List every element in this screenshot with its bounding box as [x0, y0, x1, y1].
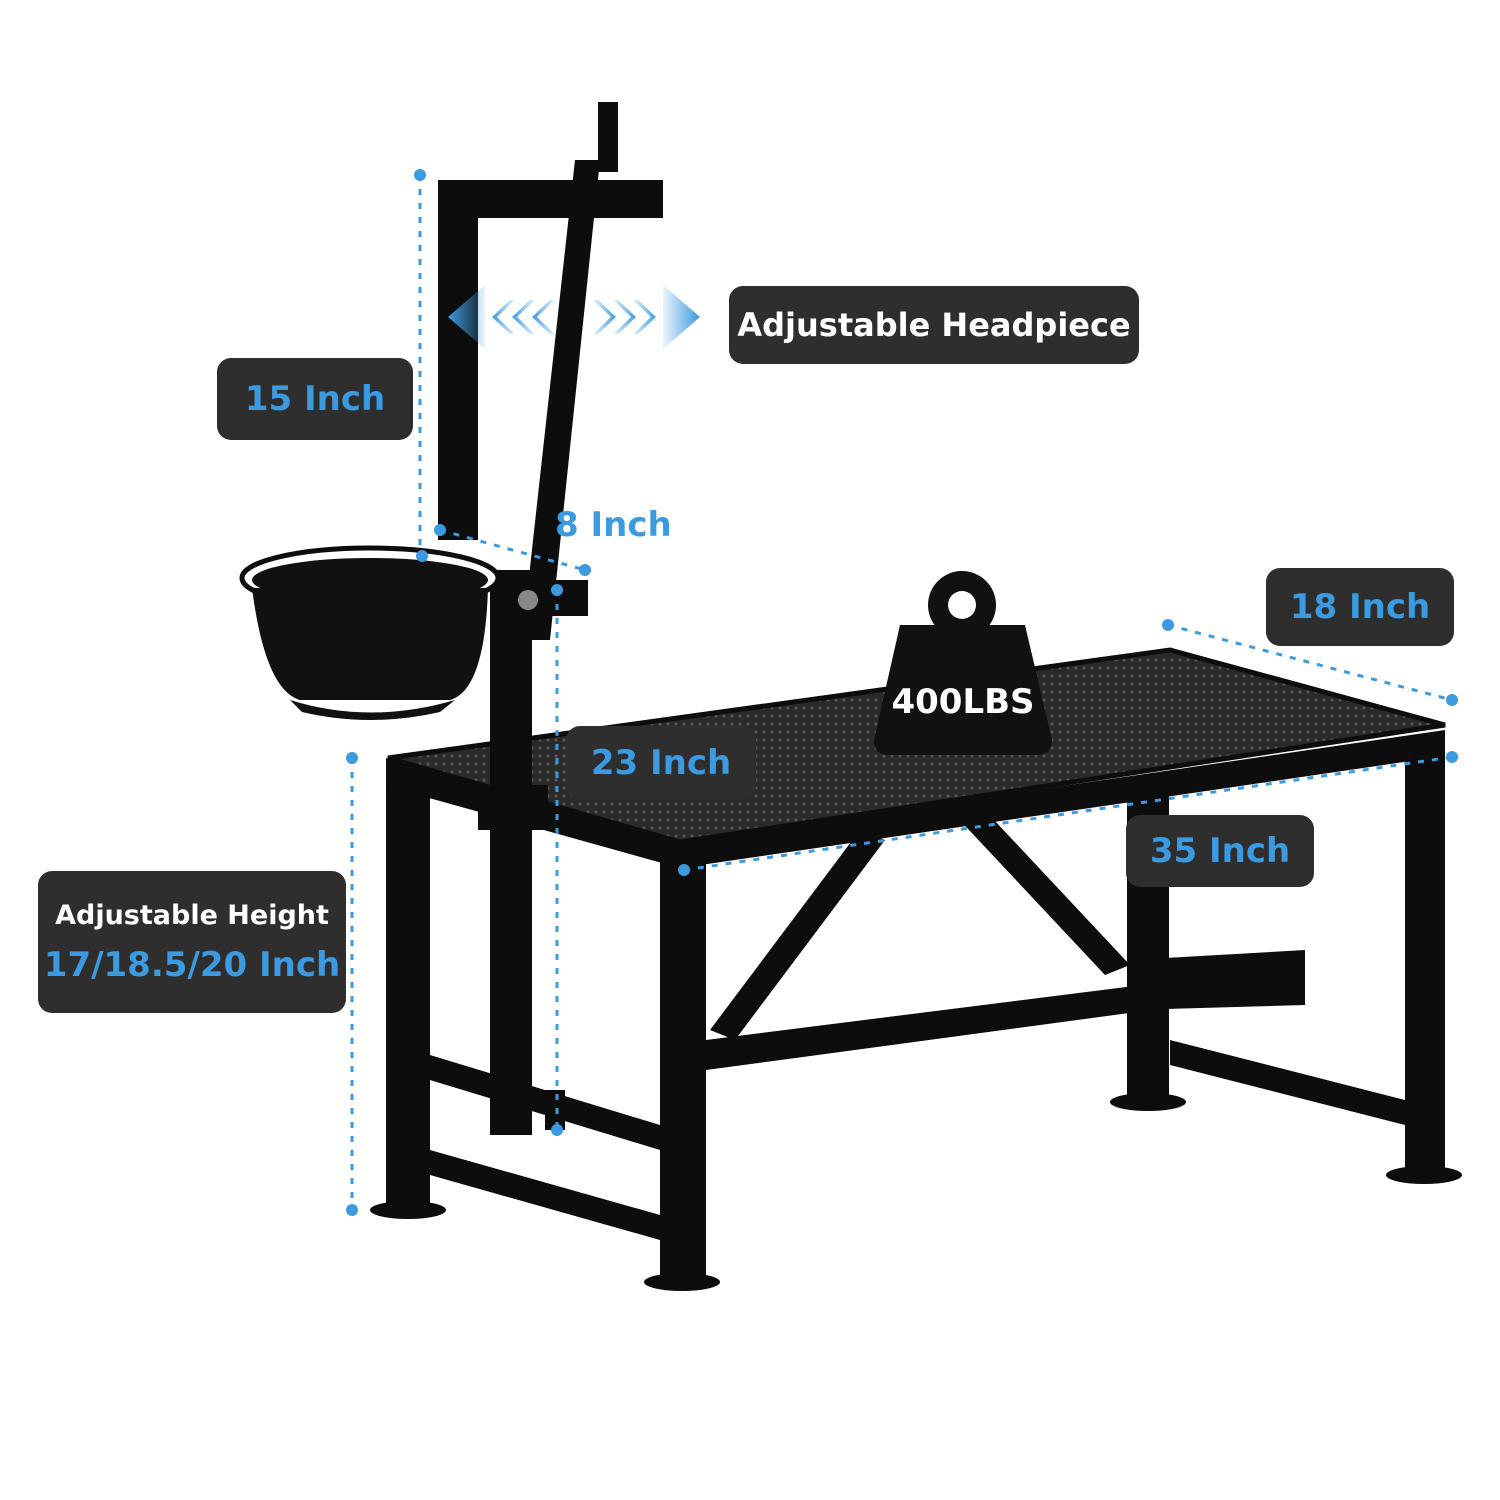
height-values: 17/18.5/20 Inch: [43, 944, 341, 985]
dim-15-label: 15 Inch: [217, 358, 413, 440]
headpiece-label-text: Adjustable Headpiece: [737, 306, 1131, 344]
dim-8-label: 8 Inch: [555, 505, 672, 545]
dim-18-text: 18 Inch: [1289, 587, 1431, 627]
weight-capacity-text: 400LBS: [891, 682, 1035, 722]
dim-15-text: 15 Inch: [244, 379, 386, 419]
dimension-lines: [350, 175, 1453, 1210]
adjustable-height-label: Adjustable Height 17/18.5/20 Inch: [38, 871, 346, 1013]
dim-18-label: 18 Inch: [1266, 568, 1454, 646]
weight-icon: [874, 571, 1052, 755]
dimension-endpoints: [346, 169, 1458, 1216]
arrows-right-icon: [593, 285, 700, 349]
dim-23-label: 23 Inch: [566, 726, 756, 800]
dim-23-text: 23 Inch: [590, 743, 732, 783]
height-title: Adjustable Height: [55, 899, 329, 931]
arrows-left-icon: [448, 285, 555, 349]
table-frame: [370, 730, 1462, 1291]
headpiece-label: Adjustable Headpiece: [729, 286, 1139, 364]
dim-35-text: 35 Inch: [1149, 831, 1291, 871]
dim-35-label: 35 Inch: [1126, 815, 1314, 887]
grooming-arm: [438, 102, 663, 1135]
bowl: [239, 545, 501, 720]
